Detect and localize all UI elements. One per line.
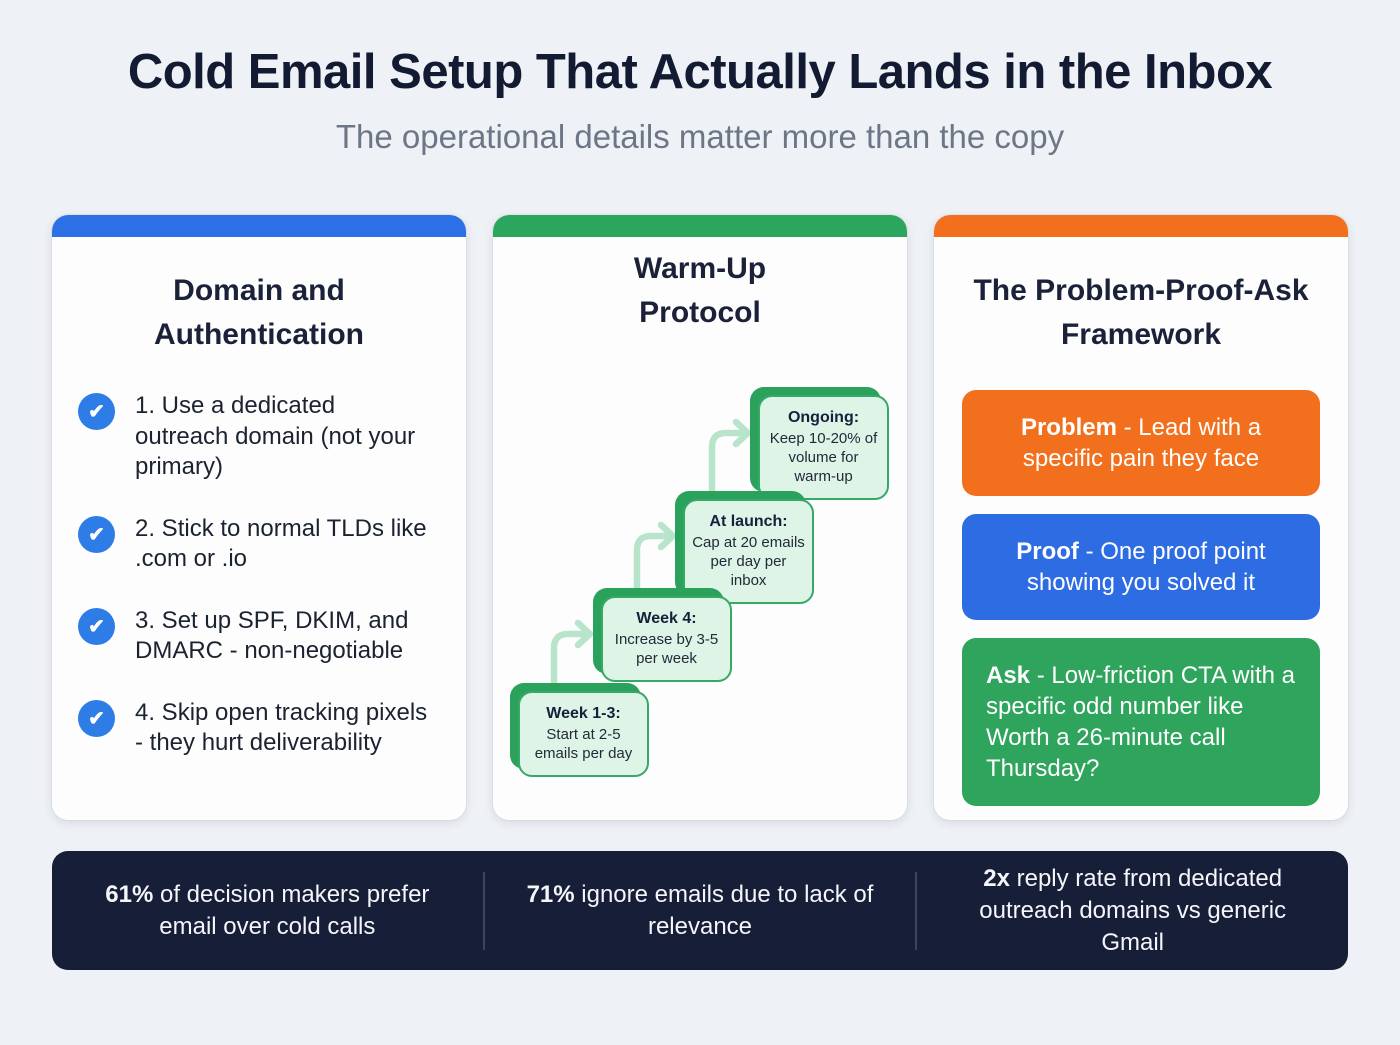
page-title: Cold Email Setup That Actually Lands in … (127, 45, 1273, 99)
framework-label: Problem (1020, 414, 1117, 441)
check-icon: ✔ (78, 699, 115, 737)
warmup-step-ongoing: Ongoing: Keep 10-20% of volume for warm-… (758, 395, 889, 500)
card-warmup-protocol: Warm-Up Protocol Ongoing: Keep 10-20% of… (493, 215, 907, 820)
card-problem-proof-ask: The Problem-Proof-Ask Framework Problem … (934, 215, 1348, 820)
stat-email-preference: 61% of decision makers prefer email over… (52, 879, 483, 943)
step-text: Cap at 20 emails per day per inbox (692, 534, 805, 589)
check-icon: ✔ (78, 607, 115, 645)
list-item: ✔ 4. Skip open tracking pixels - they hu… (78, 698, 436, 759)
warmup-step-week1-3: Week 1-3: Start at 2-5 emails per day (518, 691, 649, 777)
card-title-domain: Domain and Authentication (154, 274, 364, 351)
header: Cold Email Setup That Actually Lands in … (0, 0, 1400, 156)
page-subtitle: The operational details matter more than… (335, 118, 1065, 155)
card-title-framework: The Problem-Proof-Ask Framework (973, 274, 1309, 351)
card-title-warmup: Warm-Up Protocol (633, 252, 767, 329)
divider (915, 871, 918, 950)
list-item-text: 3. Set up SPF, DKIM, and DMARC - non-neg… (135, 606, 409, 665)
framework-text: - One proof point showing you solved it (1026, 538, 1266, 596)
warmup-step-week4: Week 4: Increase by 3-5 per week (601, 596, 732, 682)
curved-up-arrow-icon (633, 521, 677, 606)
check-icon: ✔ (78, 393, 115, 430)
step-text: Keep 10-20% of volume for warm-up (769, 430, 878, 485)
check-icon: ✔ (78, 515, 115, 553)
cards-row: Domain and Authentication ✔ 1. Use a ded… (52, 215, 1348, 820)
card-accent-bar (493, 215, 907, 237)
divider (482, 871, 485, 950)
stat-ignored-emails: 71% ignore emails due to lack of relevan… (485, 879, 916, 943)
framework-box-ask: Ask - Low-friction CTA with a specific o… (962, 638, 1320, 806)
domain-checklist: ✔ 1. Use a dedicated outreach domain (no… (52, 391, 466, 759)
curved-up-arrow-icon (550, 619, 594, 704)
framework-text: - Lead with a specific pain they face (1022, 414, 1262, 472)
stat-text: ignore emails due to lack of relevance (574, 880, 874, 940)
stat-value: 2x (983, 864, 1010, 892)
warmup-staircase-diagram: Warm-Up Protocol Ongoing: Keep 10-20% of… (493, 215, 907, 820)
framework-label: Proof (1016, 538, 1079, 565)
curved-up-arrow-icon (708, 418, 752, 503)
list-item: ✔ 1. Use a dedicated outreach domain (no… (78, 391, 436, 483)
list-item-text: 1. Use a dedicated outreach domain (not … (135, 392, 416, 480)
list-item-text: 4. Skip open tracking pixels - they hurt… (135, 698, 428, 757)
stat-text: reply rate from dedicated outreach domai… (979, 864, 1287, 956)
stats-footer-bar: 61% of decision makers prefer email over… (52, 851, 1348, 970)
step-label: Week 4: (636, 610, 697, 627)
warmup-step-at-launch: At launch: Cap at 20 emails per day per … (683, 499, 814, 604)
card-accent-bar (52, 215, 466, 237)
framework-box-problem: Problem - Lead with a specific pain they… (962, 390, 1320, 496)
framework-text: - Low-friction CTA with a specific odd n… (986, 662, 1295, 782)
card-accent-bar (934, 215, 1348, 237)
step-text: Increase by 3-5 per week (614, 631, 719, 667)
framework-boxes: Problem - Lead with a specific pain they… (934, 390, 1348, 806)
framework-box-proof: Proof - One proof point showing you solv… (962, 514, 1320, 620)
step-label: Week 1-3: (546, 705, 621, 722)
step-text: Start at 2-5 emails per day (534, 726, 633, 762)
stat-value: 61% (105, 880, 154, 908)
card-domain-authentication: Domain and Authentication ✔ 1. Use a ded… (52, 215, 466, 820)
list-item: ✔ 3. Set up SPF, DKIM, and DMARC - non-n… (78, 606, 436, 667)
list-item-text: 2. Stick to normal TLDs like .com or .io (135, 514, 427, 573)
list-item: ✔ 2. Stick to normal TLDs like .com or .… (78, 514, 436, 575)
stat-reply-rate: 2x reply rate from dedicated outreach do… (917, 863, 1348, 959)
stat-value: 71% (526, 880, 575, 908)
step-label: Ongoing: (787, 409, 860, 426)
step-label: At launch: (709, 513, 788, 530)
framework-label: Ask (986, 662, 1031, 689)
stat-text: of decision makers prefer email over col… (153, 880, 430, 940)
